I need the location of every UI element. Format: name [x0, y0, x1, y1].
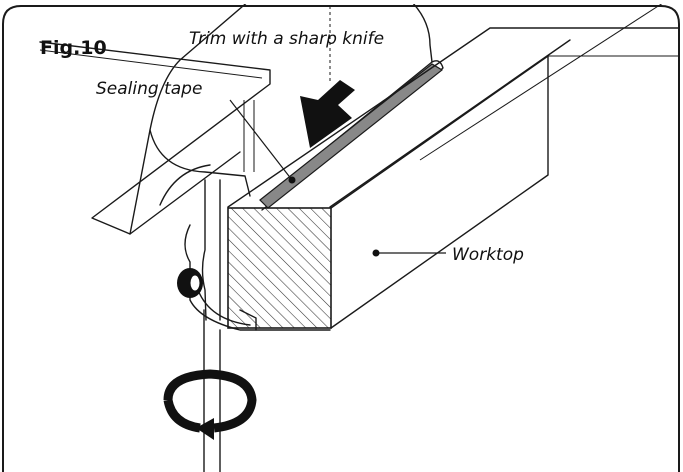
worktop-section-hatch: [227, 207, 332, 329]
figure-frame: [2, 5, 680, 472]
rotation-arrow-icon: [163, 369, 257, 440]
sealing-tape-strip: [259, 63, 444, 209]
label-sealing-tape: Sealing tape: [96, 79, 202, 99]
label-trim: Trim with a sharp knife: [189, 29, 384, 49]
sealing-tape-leader: [229, 99, 293, 181]
sink-flange: [129, 4, 251, 235]
sink-edge: [39, 41, 271, 235]
worktop-top-face: [227, 27, 680, 208]
press-down-arrow-icon: [300, 80, 355, 148]
worktop-side-face: [330, 55, 549, 329]
mounting-clip: [201, 179, 207, 321]
figure-title: Fig.10: [40, 37, 107, 59]
label-worktop: Worktop: [452, 245, 524, 265]
